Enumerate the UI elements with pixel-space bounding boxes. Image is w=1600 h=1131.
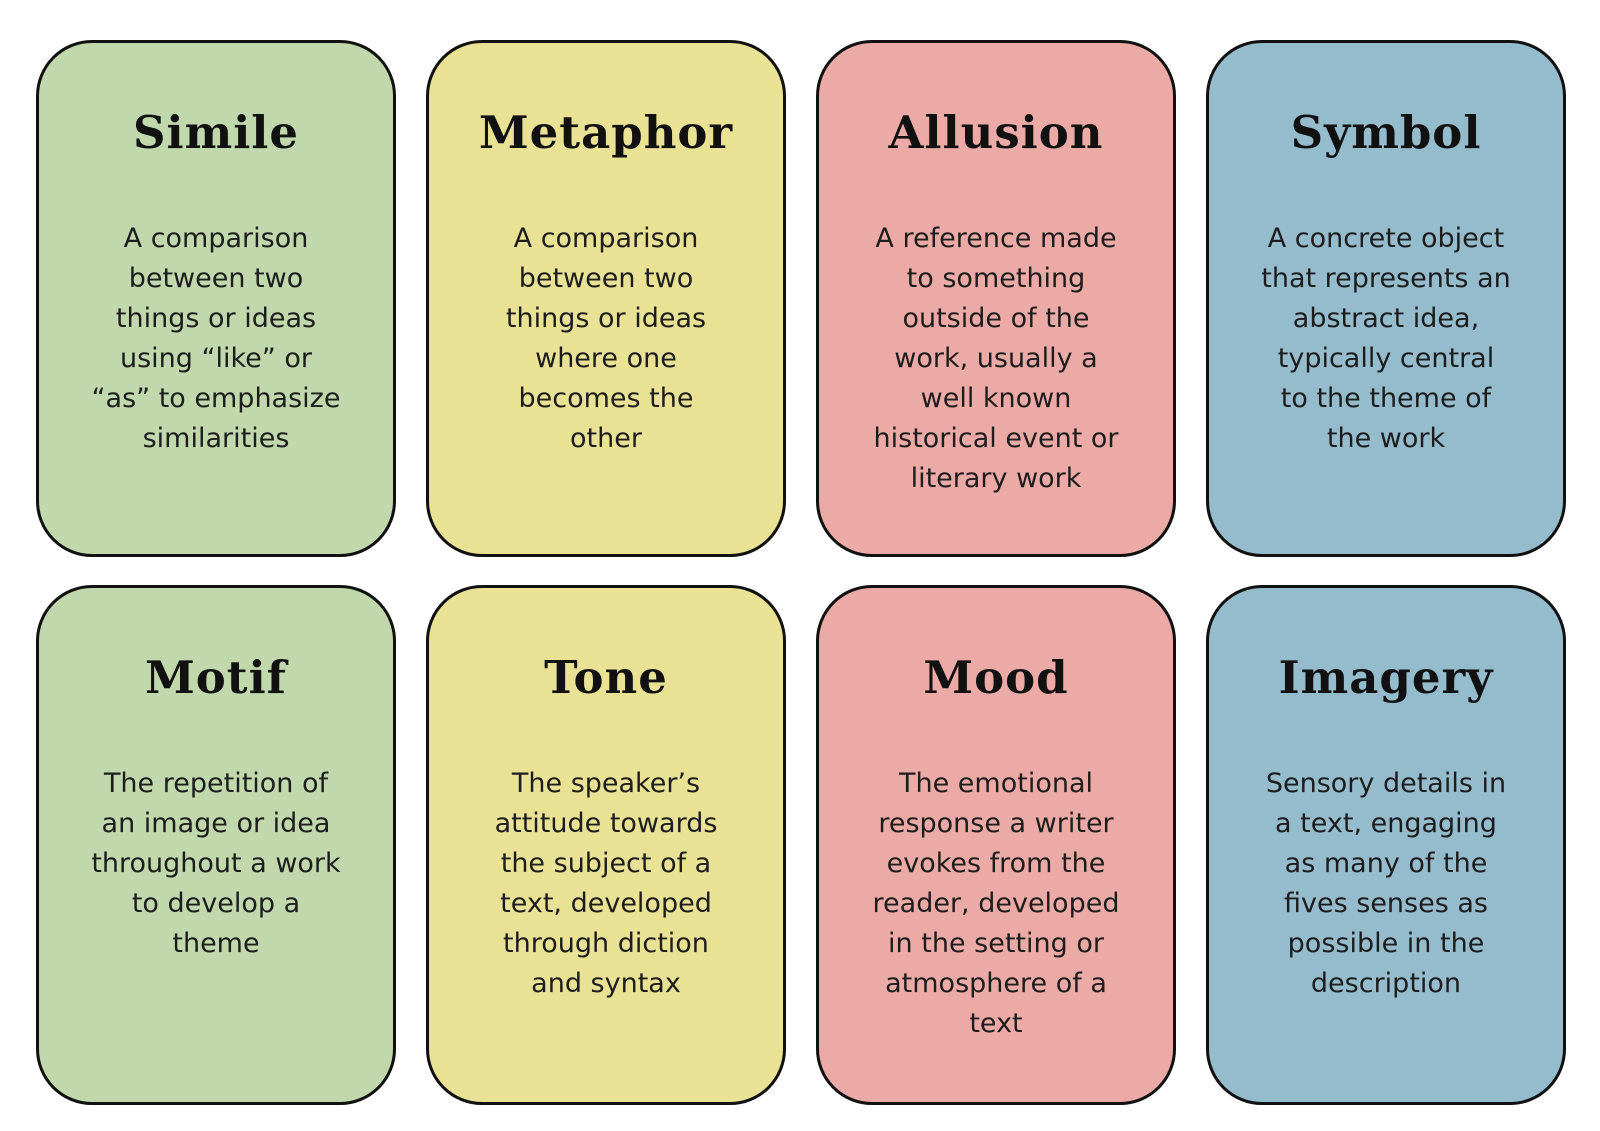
card-mood: Mood The emotional response a writer evo…	[816, 585, 1176, 1105]
card-allusion: Allusion A reference made to something o…	[816, 40, 1176, 557]
card-definition: A reference made to something outside of…	[873, 223, 1119, 494]
card-metaphor: Metaphor A comparison between two things…	[426, 40, 786, 557]
card-title: Simile	[132, 106, 300, 159]
card-title: Tone	[544, 651, 668, 704]
card-motif: Motif The repetition of an image or idea…	[36, 585, 396, 1105]
card-title: Symbol	[1290, 106, 1482, 159]
card-tone: Tone The speaker’s attitude towards the …	[426, 585, 786, 1105]
card-simile: Simile A comparison between two things o…	[36, 40, 396, 557]
card-definition: A concrete object that represents an abs…	[1261, 223, 1511, 454]
card-title: Allusion	[888, 106, 1104, 159]
card-definition: Sensory details in a text, engaging as m…	[1265, 768, 1507, 999]
card-imagery: Imagery Sensory details in a text, engag…	[1206, 585, 1566, 1105]
card-title: Metaphor	[478, 106, 734, 159]
card-definition: The repetition of an image or idea throu…	[91, 768, 341, 959]
card-definition: The emotional response a writer evokes f…	[872, 768, 1120, 1039]
card-title: Motif	[144, 651, 288, 704]
card-definition: A comparison between two things or ideas…	[91, 223, 341, 454]
card-title: Mood	[923, 651, 1069, 704]
card-definition: The speaker’s attitude towards the subje…	[494, 768, 718, 999]
card-symbol: Symbol A concrete object that represents…	[1206, 40, 1566, 557]
card-definition: A comparison between two things or ideas…	[505, 223, 707, 454]
card-title: Imagery	[1278, 651, 1494, 704]
